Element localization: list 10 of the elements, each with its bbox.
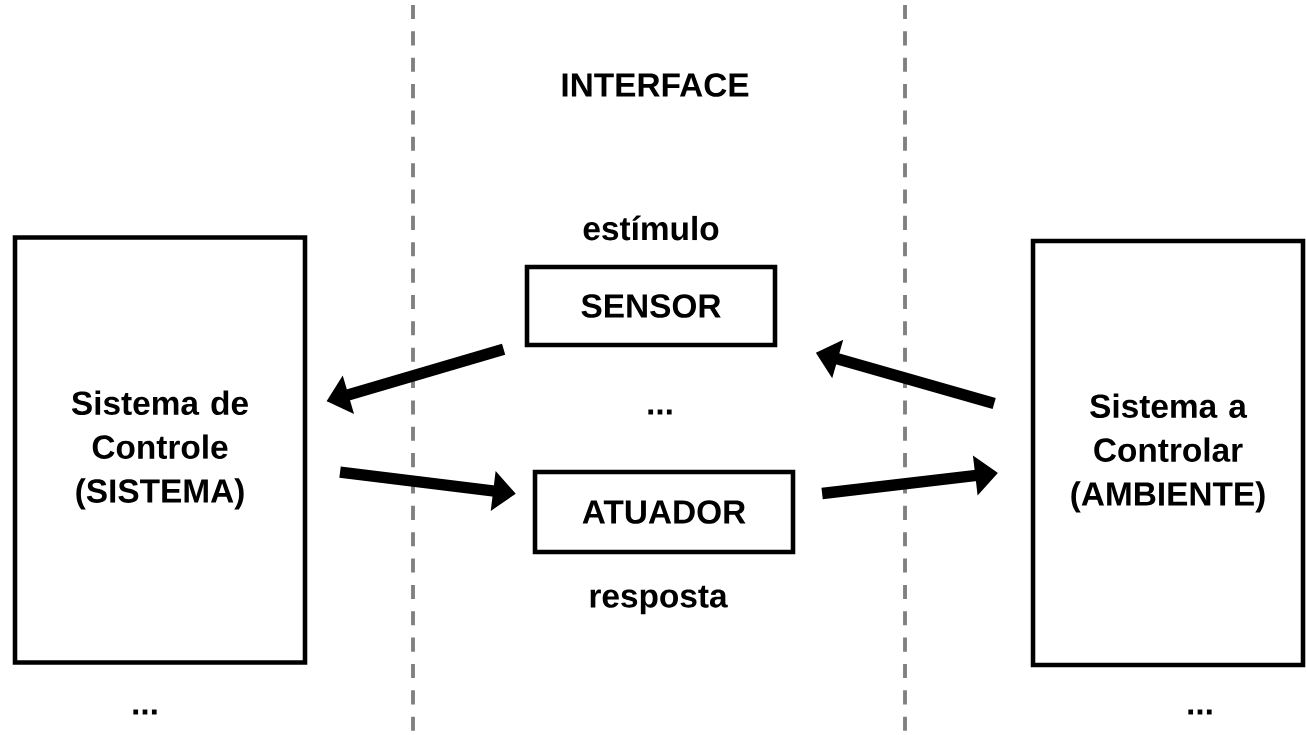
caption-text: resposta: [590, 585, 728, 615]
component-box: ATUADOR: [532, 469, 796, 555]
caption-text: ...: [133, 709, 157, 715]
label-text: ...: [648, 409, 672, 415]
block-box: Sistema de Controle (SISTEMA): [12, 235, 308, 665]
block-box: Sistema a Controlar (AMBIENTE): [1030, 238, 1306, 668]
caption-text: estímulo: [583, 215, 719, 241]
caption-text: ...: [1188, 709, 1212, 715]
component-box: SENSOR: [524, 264, 778, 348]
label-text: INTERFACE: [562, 73, 749, 97]
